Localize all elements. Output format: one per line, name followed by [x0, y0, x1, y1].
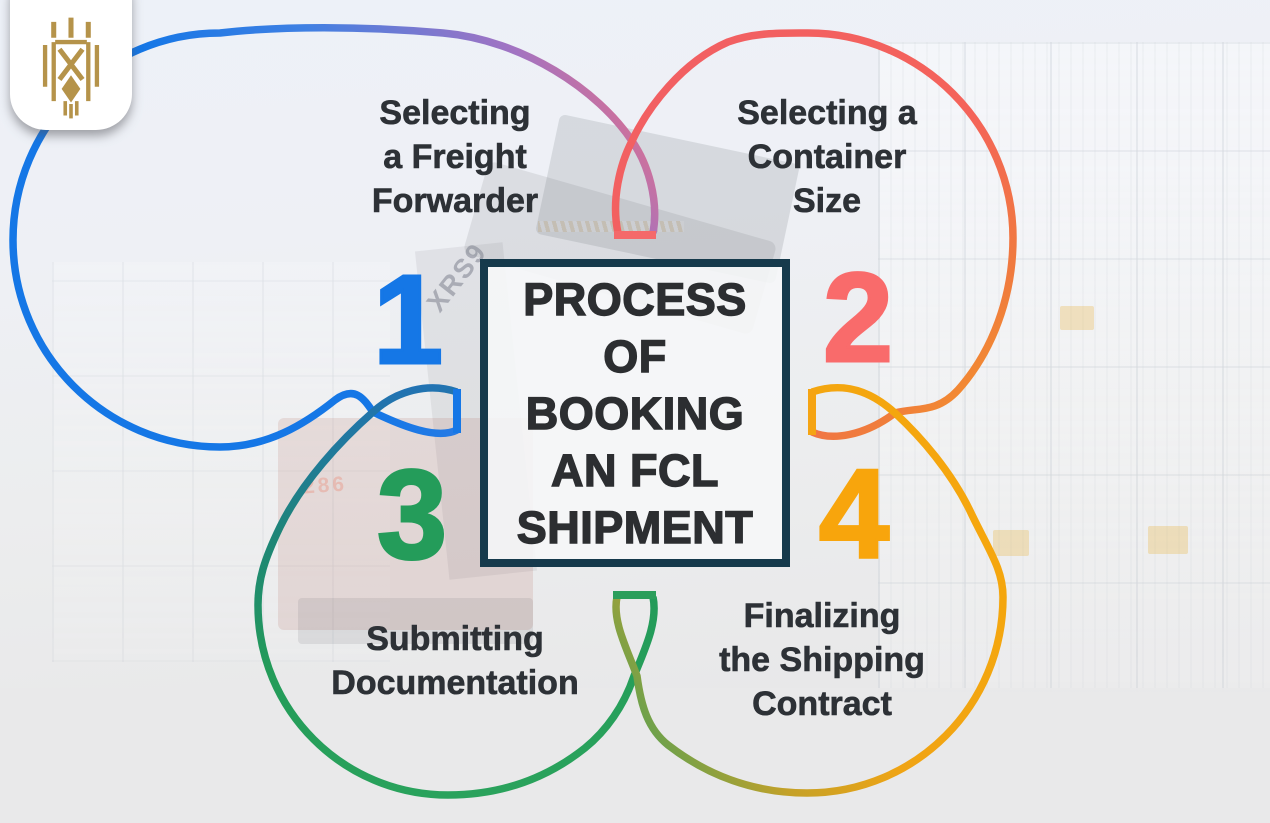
crest-diamond	[61, 75, 81, 103]
label-line: Contract	[752, 685, 892, 724]
title-line: OF	[603, 330, 667, 382]
label-line: Finalizing	[743, 597, 901, 636]
container-label-chip	[1060, 306, 1094, 330]
step-4-label: Finalizing the Shipping Contract	[719, 594, 925, 726]
floor-fade	[0, 688, 1270, 823]
title-line: AN FCL	[550, 444, 719, 496]
container-wall-right	[878, 42, 1270, 692]
label-line: Selecting	[379, 94, 531, 133]
container-label-chip	[993, 530, 1029, 556]
label-line: Documentation	[331, 664, 579, 703]
step-1-number: 1	[371, 249, 444, 390]
title-line: SHIPMENT	[516, 501, 754, 553]
ring-step-3	[254, 384, 658, 799]
title-line: BOOKING	[525, 387, 745, 439]
label-line: a Freight	[383, 138, 527, 177]
label-line: Submitting	[366, 620, 544, 659]
stacker-wheels-silhouette	[298, 598, 533, 644]
container-corrugation-right	[878, 42, 1270, 692]
label-line: Size	[792, 182, 862, 221]
step-3-label: Submitting Documentation	[331, 617, 579, 705]
logo	[10, 0, 132, 130]
title-box: PROCESS OF BOOKING AN FCL SHIPMENT	[480, 259, 790, 567]
ring-step-4	[612, 383, 1007, 797]
step-2-label: Selecting a Container Size	[737, 91, 917, 223]
title-line: PROCESS	[523, 273, 747, 325]
ring-step-2	[611, 29, 1017, 440]
container-label-chip	[1148, 526, 1188, 554]
label-line: Selecting a	[737, 94, 917, 133]
container-stack-left	[52, 262, 390, 662]
step-4-number: 4	[817, 443, 890, 584]
label-line: Forwarder	[371, 182, 539, 221]
gold-crest-icon	[42, 17, 100, 119]
label-line: Container	[747, 138, 907, 177]
label-line: the Shipping	[719, 641, 925, 680]
step-1-label: Selecting a Freight Forwarder	[371, 91, 539, 223]
rope-detail	[538, 221, 684, 232]
ring-step-1	[9, 24, 659, 451]
step-2-number: 2	[821, 247, 894, 388]
step-3-number: 3	[375, 444, 448, 585]
